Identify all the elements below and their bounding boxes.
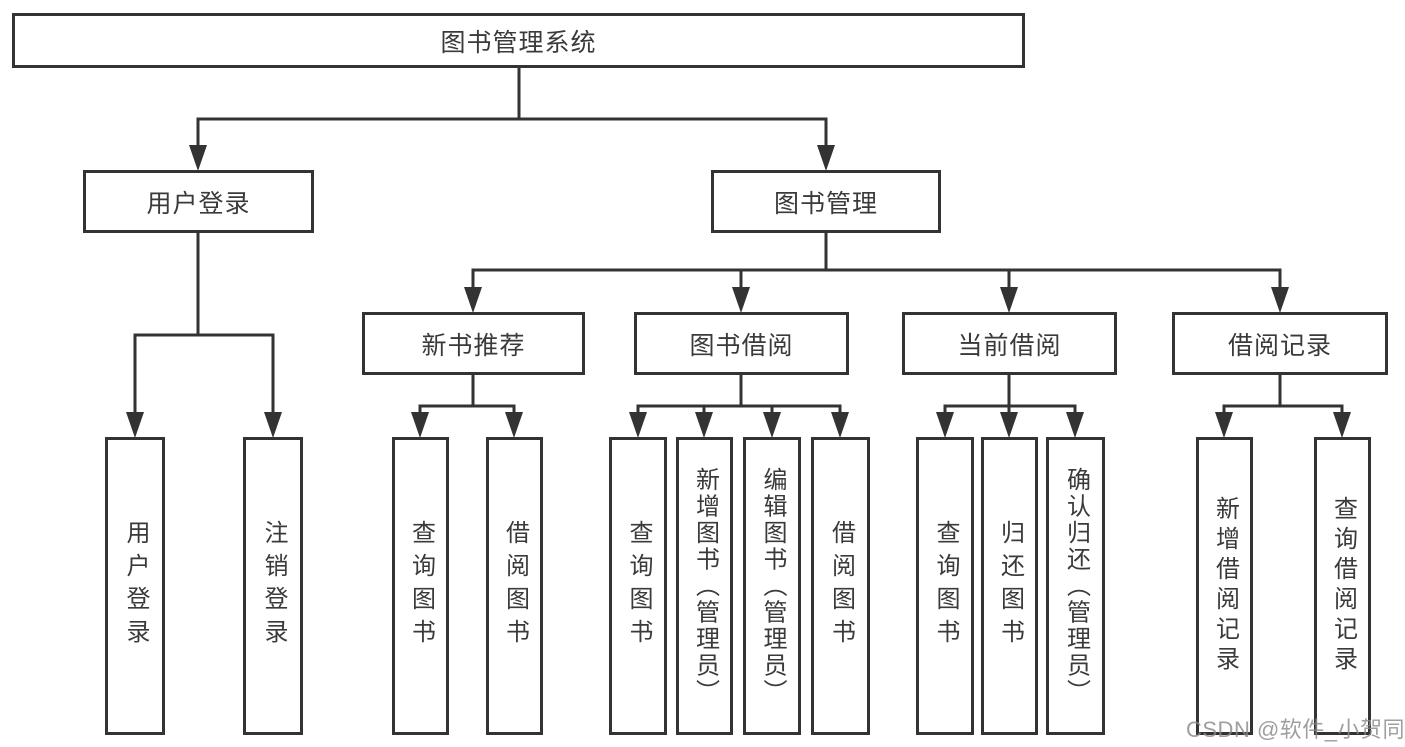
node-book-management: 图书管理 (711, 170, 941, 233)
wire-new-book-branch (418, 373, 516, 415)
node-logout: 注销登录 (243, 437, 303, 735)
node-user-login-leaf: 用户登录 (105, 437, 165, 735)
wire-root-to-level2 (196, 66, 828, 148)
wire-user-login-branch (133, 231, 275, 415)
node-add-books-admin: 新增图书（管理员） (676, 437, 733, 735)
node-query-borrow-record: 查询借阅记录 (1314, 437, 1371, 735)
node-book-borrow: 图书借阅 (634, 312, 849, 375)
node-new-book-recommend: 新书推荐 (362, 312, 585, 375)
node-query-books-2: 查询图书 (609, 437, 667, 735)
node-borrow-books-1: 借阅图书 (486, 437, 543, 735)
node-user-login: 用户登录 (83, 170, 314, 233)
node-library-system: 图书管理系统 (12, 13, 1025, 68)
node-query-books-1: 查询图书 (392, 437, 449, 735)
node-query-books-3: 查询图书 (916, 437, 974, 735)
node-current-borrow: 当前借阅 (902, 312, 1117, 375)
wire-book-borrow-branch (636, 373, 842, 415)
node-confirm-return-admin: 确认归还（管理员） (1046, 437, 1105, 735)
node-return-books: 归还图书 (981, 437, 1038, 735)
node-borrow-records: 借阅记录 (1172, 312, 1388, 375)
node-edit-books-admin: 编辑图书（管理员） (743, 437, 801, 735)
wire-borrow-records-branch (1222, 373, 1344, 415)
wire-book-management-branch (471, 231, 1282, 290)
node-add-borrow-record: 新增借阅记录 (1196, 437, 1253, 735)
node-borrow-books-2: 借阅图书 (811, 437, 870, 735)
wire-current-borrow-branch (943, 373, 1077, 415)
arrowheads (126, 145, 1351, 438)
